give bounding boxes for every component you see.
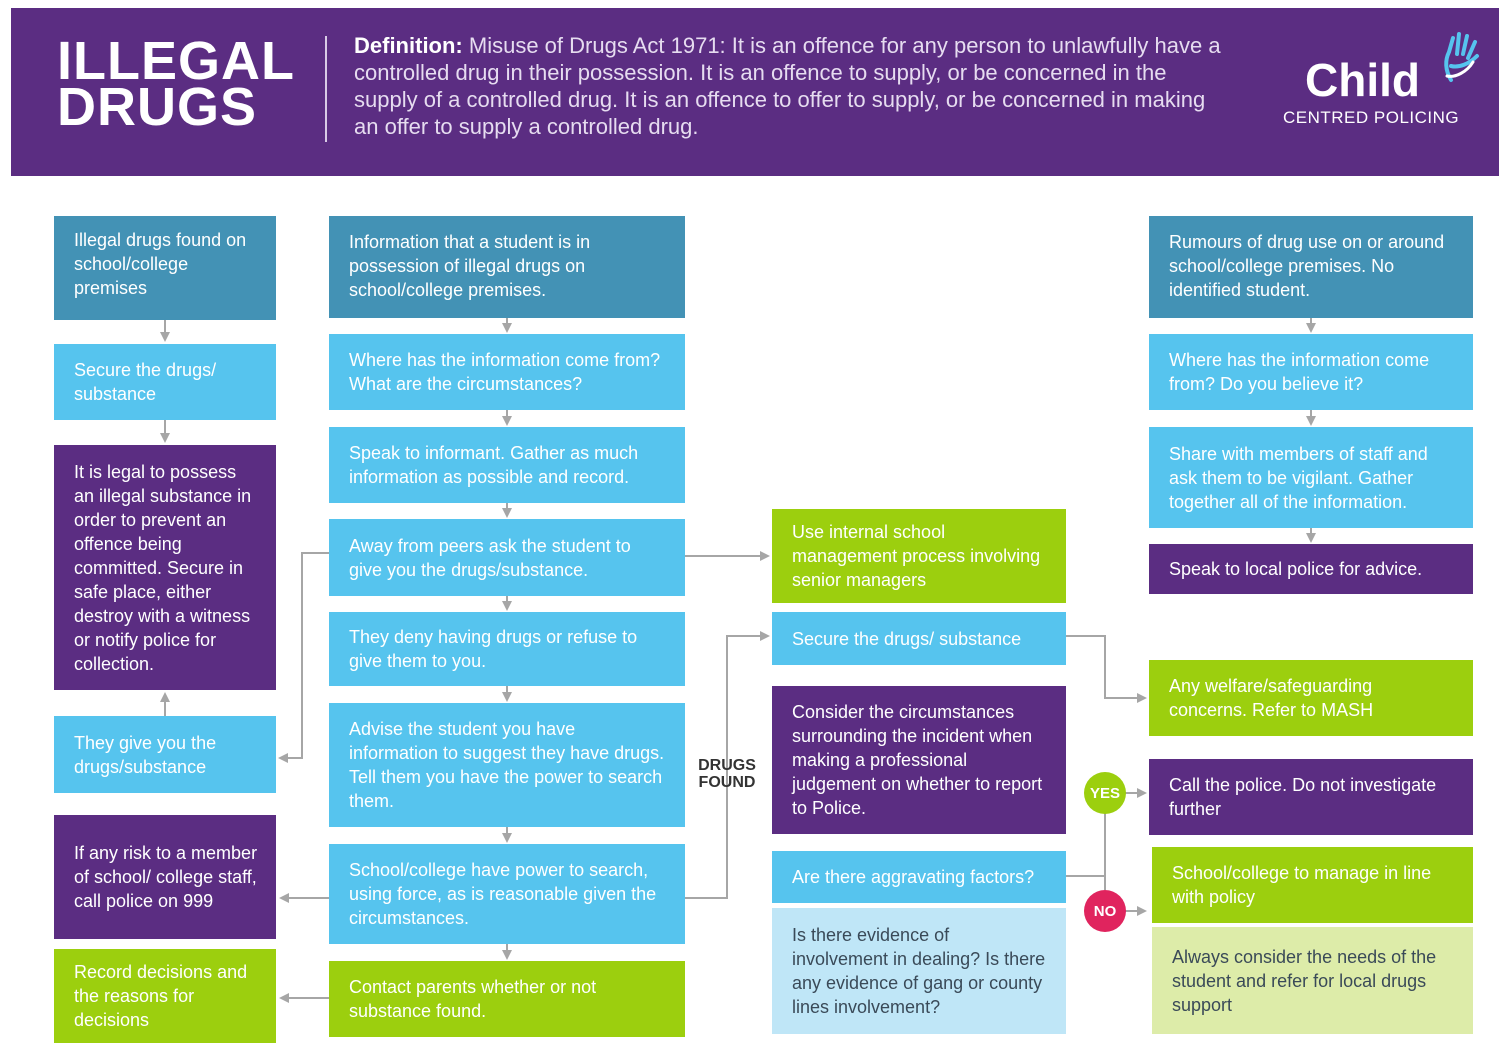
drugs-found-label: DRUGS FOUND [694, 757, 760, 791]
box-speak-police-text: Speak to local police for advice. [1169, 559, 1423, 579]
box-where-center: Where has the information come from? Wha… [329, 334, 685, 410]
header-divider [325, 36, 327, 142]
box-where-right-text: Where has the information come from? Do … [1169, 350, 1430, 394]
box-power-search-text: School/college have power to search, usi… [349, 860, 657, 928]
box-information-text: Information that a student is in possess… [349, 232, 591, 300]
definition-body: Misuse of Drugs Act 1971: It is an offen… [354, 33, 1221, 139]
no-badge: NO [1084, 890, 1126, 932]
box-call-police: Call the police. Do not investigate furt… [1149, 759, 1473, 835]
box-power-search: School/college have power to search, usi… [329, 844, 685, 944]
box-aggravating-factors: Are there aggravating factors? [772, 851, 1066, 903]
box-information: Information that a student is in possess… [329, 216, 685, 318]
box-deny: They deny having drugs or refuse to give… [329, 612, 685, 686]
box-drugs-found: Illegal drugs found on school/college pr… [54, 216, 276, 320]
box-welfare-mash-text: Any welfare/safeguarding concerns. Refer… [1169, 676, 1374, 720]
box-advise-text: Advise the student you have information … [349, 719, 665, 811]
box-welfare-mash: Any welfare/safeguarding concerns. Refer… [1149, 660, 1473, 736]
drugs-found-line-2: FOUND [698, 774, 756, 791]
box-contact-parents: Contact parents whether or not substance… [329, 961, 685, 1037]
box-drugs-found-text: Illegal drugs found on school/college pr… [74, 230, 247, 298]
header-banner: ILLEGAL DRUGS Definition: Misuse of Drug… [11, 8, 1499, 176]
box-legal-possession: It is legal to possess an illegal substa… [54, 445, 276, 690]
box-secure-left: Secure the drugs/ substance [54, 344, 276, 420]
box-away-from-peers-text: Away from peers ask the student to give … [349, 535, 631, 580]
box-evidence-dealing-text: Is there evidence of involvement in deal… [792, 925, 1046, 1017]
box-secure-middle: Secure the drugs/ substance [772, 612, 1066, 665]
box-speak-informant: Speak to informant. Gather as much infor… [329, 427, 685, 503]
box-manage-policy-text: School/college to manage in line with po… [1172, 863, 1432, 907]
box-speak-informant-text: Speak to informant. Gather as much infor… [349, 443, 639, 487]
definition-text: Definition: Misuse of Drugs Act 1971: It… [354, 32, 1234, 140]
box-always-consider-text: Always consider the needs of the student… [1172, 946, 1437, 1015]
box-record-decisions-text: Record decisions and the reasons for dec… [74, 962, 248, 1030]
box-contact-parents-text: Contact parents whether or not substance… [349, 977, 597, 1021]
title-line-1: ILLEGAL [57, 31, 295, 91]
box-call-police-text: Call the police. Do not investigate furt… [1169, 775, 1437, 819]
box-deny-text: They deny having drugs or refuse to give… [349, 627, 638, 671]
title-line-2: DRUGS [57, 77, 258, 137]
child-centred-policing-logo: Child CENTRED POLICING [1279, 30, 1489, 140]
box-evidence-dealing: Is there evidence of involvement in deal… [772, 908, 1066, 1034]
box-they-give: They give you the drugs/substance [54, 716, 276, 793]
box-share-staff: Share with members of staff and ask them… [1149, 427, 1473, 528]
box-rumours-text: Rumours of drug use on or around school/… [1169, 232, 1445, 300]
box-manage-policy: School/college to manage in line with po… [1152, 847, 1473, 923]
logo-word: Child [1305, 54, 1420, 106]
box-aggravating-factors-text: Are there aggravating factors? [792, 867, 1035, 887]
yes-badge: YES [1084, 772, 1126, 814]
box-internal-process-text: Use internal school management process i… [792, 522, 1041, 590]
box-record-decisions: Record decisions and the reasons for dec… [54, 949, 276, 1043]
box-consider-circumstances-text: Consider the circumstances surrounding t… [792, 702, 1043, 818]
box-away-from-peers: Away from peers ask the student to give … [329, 519, 685, 596]
hand-icon [1444, 32, 1479, 82]
box-where-right: Where has the information come from? Do … [1149, 334, 1473, 410]
box-share-staff-text: Share with members of staff and ask them… [1169, 443, 1428, 512]
box-rumours: Rumours of drug use on or around school/… [1149, 216, 1473, 318]
box-legal-possession-text: It is legal to possess an illegal substa… [74, 461, 252, 674]
logo-subtitle: CENTRED POLICING [1283, 108, 1460, 127]
drugs-found-line-1: DRUGS [698, 757, 756, 774]
box-advise: Advise the student you have information … [329, 703, 685, 827]
box-they-give-text: They give you the drugs/substance [74, 732, 217, 777]
box-risk-call-999-text: If any risk to a member of school/ colle… [74, 843, 258, 911]
box-risk-call-999: If any risk to a member of school/ colle… [54, 815, 276, 939]
box-consider-circumstances: Consider the circumstances surrounding t… [772, 686, 1066, 834]
box-secure-middle-text: Secure the drugs/ substance [792, 628, 1022, 649]
definition-label: Definition: [354, 33, 463, 58]
box-internal-process: Use internal school management process i… [772, 509, 1066, 603]
box-always-consider: Always consider the needs of the student… [1152, 927, 1473, 1034]
box-where-center-text: Where has the information come from? Wha… [349, 350, 661, 394]
box-secure-left-text: Secure the drugs/ substance [74, 360, 217, 404]
page-title: ILLEGAL DRUGS [57, 31, 295, 137]
box-speak-police: Speak to local police for advice. [1149, 544, 1473, 594]
